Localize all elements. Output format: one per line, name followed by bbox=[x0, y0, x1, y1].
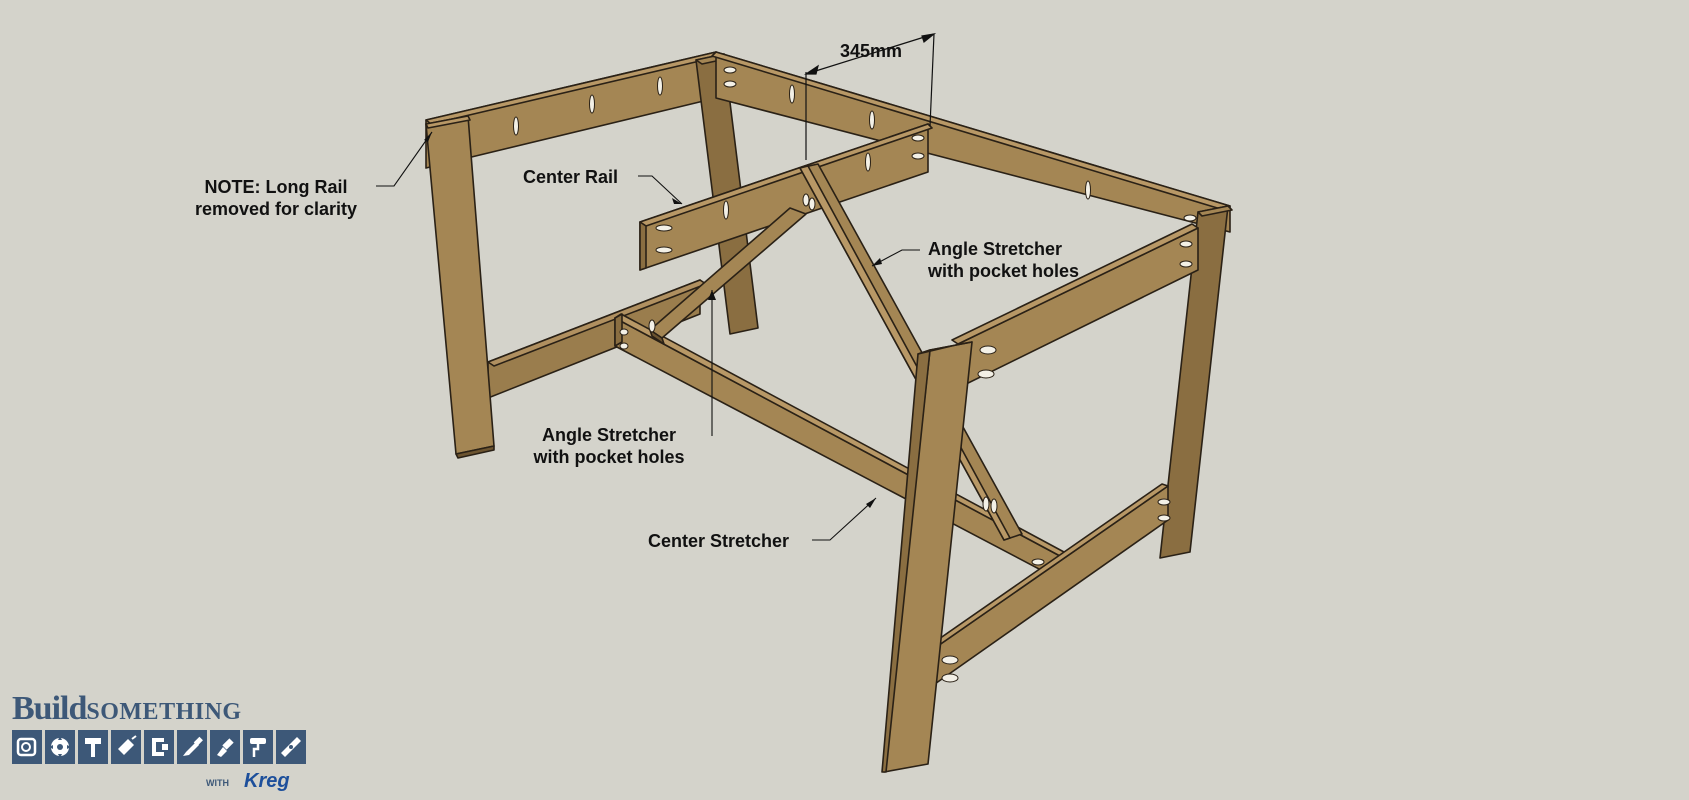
leader-angle-right bbox=[871, 249, 920, 267]
arrowhead bbox=[866, 498, 876, 508]
arrowhead bbox=[672, 198, 682, 204]
pocket-hole bbox=[648, 319, 656, 333]
pocket-hole bbox=[941, 673, 959, 683]
kreg-logo: Kreg bbox=[244, 770, 290, 792]
buildsomething-kreg-logo: BuildSOMETHING WITH Kreg bbox=[12, 690, 322, 795]
pocket-hole bbox=[723, 200, 729, 220]
pocket-hole bbox=[619, 342, 629, 350]
logo-tool-tiles bbox=[12, 730, 306, 764]
angle-stretcher-right-line-2: with pocket holes bbox=[928, 261, 1080, 281]
left-bottom-stretcher bbox=[487, 279, 707, 399]
level-icon bbox=[276, 730, 306, 764]
pocket-hole bbox=[657, 76, 663, 96]
angle-stretcher-right-label: Angle Stretcher with pocket holes bbox=[928, 238, 1079, 282]
left-leg bbox=[425, 115, 495, 459]
screwdriver-icon bbox=[177, 730, 207, 764]
pocket-hole bbox=[789, 84, 795, 104]
pocket-hole bbox=[865, 152, 871, 172]
note-long-rail: NOTE: Long Rail removed for clarity bbox=[186, 176, 366, 220]
pocket-hole bbox=[1085, 180, 1091, 200]
logo-something: SOMETHING bbox=[86, 699, 242, 725]
note-line-2: removed for clarity bbox=[194, 199, 358, 219]
center-rail bbox=[639, 123, 933, 271]
pocket-hole bbox=[1183, 214, 1197, 222]
note-line-1: NOTE: Long Rail bbox=[204, 177, 348, 197]
right-front-leg bbox=[881, 341, 973, 773]
pocket-hole bbox=[977, 369, 995, 379]
center-stretcher-label: Center Stretcher bbox=[648, 531, 790, 551]
right-end-top-rail bbox=[951, 223, 1199, 389]
leader-center-rail bbox=[638, 175, 683, 205]
dimension-label: 345mm bbox=[840, 41, 903, 61]
right-back-leg bbox=[1159, 205, 1233, 559]
center-rail-label: Center Rail bbox=[523, 167, 619, 187]
paint-roller-icon bbox=[243, 730, 273, 764]
dimension-345mm bbox=[804, 33, 937, 160]
pocket-hole bbox=[655, 246, 673, 254]
pocket-hole bbox=[808, 197, 816, 211]
drill-icon bbox=[111, 730, 141, 764]
angle-stretcher-left bbox=[649, 207, 807, 345]
pocket-hole bbox=[979, 345, 997, 355]
pocket-hole bbox=[589, 94, 595, 114]
pocket-hole bbox=[802, 193, 810, 207]
logo-build: Build bbox=[12, 690, 87, 727]
logo-title: BuildSOMETHING bbox=[12, 690, 242, 728]
angle-stretcher-right-line-1: Angle Stretcher bbox=[928, 239, 1063, 259]
pocket-hole bbox=[869, 110, 875, 130]
pocket-hole bbox=[1157, 498, 1171, 506]
leader-center-stretcher bbox=[812, 497, 877, 541]
logo-with: WITH bbox=[206, 778, 229, 788]
hammer-icon bbox=[78, 730, 108, 764]
tape-measure-icon bbox=[12, 730, 42, 764]
saw-blade-icon bbox=[45, 730, 75, 764]
pocket-hole bbox=[982, 496, 990, 512]
pocket-hole bbox=[723, 80, 737, 88]
pocket-hole bbox=[941, 655, 959, 665]
pocket-hole bbox=[1179, 240, 1193, 248]
angle-stretcher-left-line-1: Angle Stretcher bbox=[541, 425, 677, 445]
leader-note bbox=[376, 131, 433, 187]
pocket-hole bbox=[911, 152, 925, 160]
pocket-hole bbox=[1179, 260, 1193, 268]
pocket-hole bbox=[619, 328, 629, 336]
clamp-icon bbox=[144, 730, 174, 764]
arrowhead bbox=[424, 132, 432, 142]
pocket-hole bbox=[911, 134, 925, 142]
pocket-hole bbox=[723, 66, 737, 74]
pocket-hole bbox=[990, 498, 998, 514]
arrowhead bbox=[708, 290, 716, 300]
pocket-hole bbox=[1157, 514, 1171, 522]
pocket-hole bbox=[1031, 558, 1045, 566]
pocket-hole bbox=[655, 224, 673, 232]
arrowhead bbox=[872, 258, 882, 266]
angle-stretcher-left-label: Angle Stretcher with pocket holes bbox=[516, 424, 702, 468]
paintbrush-icon bbox=[210, 730, 240, 764]
pocket-hole bbox=[513, 116, 519, 136]
angle-stretcher-left-line-2: with pocket holes bbox=[533, 447, 685, 467]
